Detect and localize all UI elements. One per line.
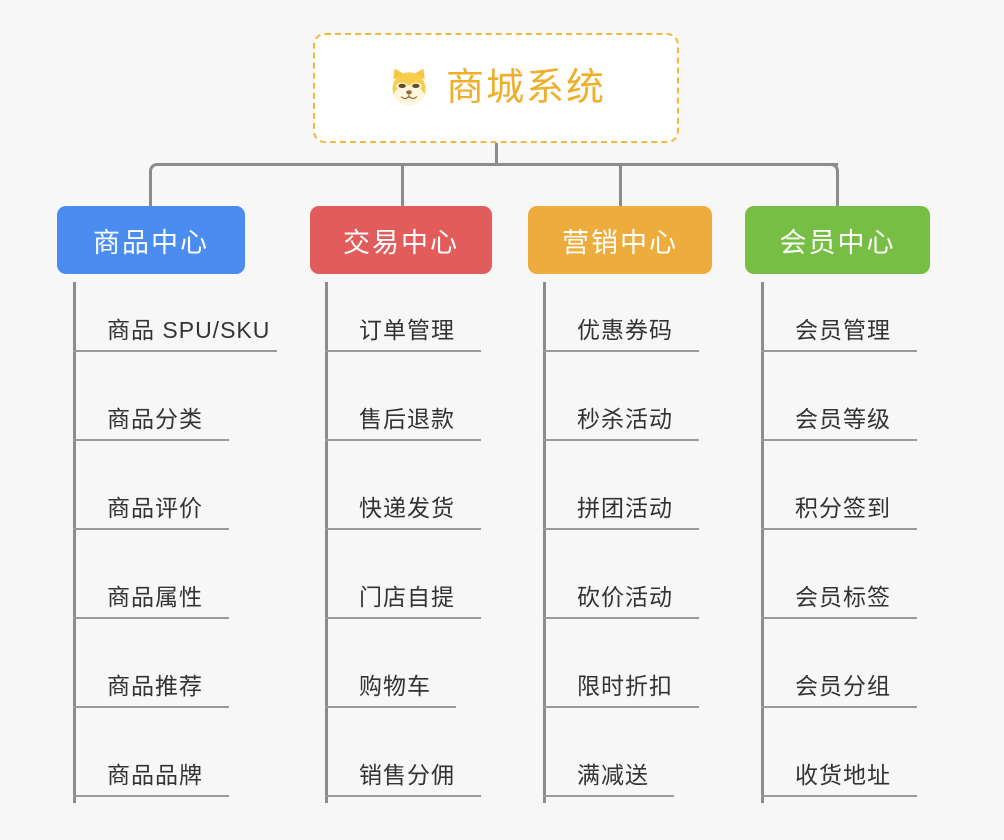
- leaf-rule: [325, 617, 481, 619]
- leaf-rule: [761, 617, 917, 619]
- leaf-item-label: 商品品牌: [107, 762, 203, 788]
- shiba-dog-icon: [392, 68, 426, 108]
- leaf-item-label: 商品评价: [107, 495, 203, 521]
- branch-head-label: 商品中心: [93, 227, 209, 258]
- leaf-item-label: 会员标签: [795, 584, 891, 610]
- leaf-item-label: 订单管理: [359, 317, 455, 343]
- connector-drop-2: [401, 166, 404, 206]
- leaf-rule: [761, 350, 917, 352]
- leaf-item-label: 商品分类: [107, 406, 203, 432]
- leaf-rule: [325, 795, 481, 797]
- leaf-item-label: 砍价活动: [577, 584, 673, 610]
- root-node[interactable]: 商城系统: [313, 33, 679, 143]
- leaf-rule: [543, 706, 699, 708]
- leaf-rule: [543, 528, 699, 530]
- leaf-rule: [543, 617, 699, 619]
- branch-head-3[interactable]: 营销中心: [528, 206, 712, 274]
- branch-head-label: 会员中心: [779, 227, 896, 258]
- leaf-rule: [761, 439, 917, 441]
- leaf-item-label: 秒杀活动: [577, 406, 673, 432]
- connector-drop-4: [836, 171, 839, 206]
- leaf-spine: [761, 282, 764, 803]
- leaf-item-label: 限时折扣: [577, 673, 673, 699]
- leaf-item-label: 销售分佣: [359, 762, 455, 788]
- leaf-rule: [761, 528, 917, 530]
- leaf-item-label: 会员管理: [795, 317, 891, 343]
- leaf-item-label: 拼团活动: [577, 495, 673, 521]
- connector-drop-1: [149, 171, 152, 206]
- leaf-item-label: 售后退款: [359, 406, 455, 432]
- leaf-rule: [73, 706, 229, 708]
- leaf-item-label: 商品属性: [107, 584, 203, 610]
- leaf-item-label: 收货地址: [795, 762, 891, 788]
- root-title: 商城系统: [445, 67, 606, 109]
- leaf-rule: [543, 350, 699, 352]
- branch-head-2[interactable]: 交易中心: [310, 206, 492, 274]
- leaf-rule: [325, 350, 481, 352]
- leaf-rule: [73, 350, 277, 352]
- leaf-item-label: 快递发货: [359, 495, 455, 521]
- branch-head-label: 营销中心: [562, 227, 678, 258]
- leaf-spine: [73, 282, 76, 803]
- leaf-rule: [325, 439, 481, 441]
- connector-corner-left: [149, 163, 159, 173]
- leaf-item-label: 购物车: [359, 673, 431, 699]
- connector-corner-right: [829, 163, 839, 173]
- leaf-rule: [73, 617, 229, 619]
- leaf-rule: [761, 706, 917, 708]
- leaf-item-label: 满减送: [577, 762, 649, 788]
- connector-drop-3: [619, 166, 622, 206]
- leaf-rule: [325, 706, 456, 708]
- leaf-item-label: 会员等级: [795, 406, 891, 432]
- leaf-spine: [325, 282, 328, 803]
- leaf-rule: [761, 795, 917, 797]
- leaf-item-label: 门店自提: [359, 584, 455, 610]
- leaf-rule: [73, 795, 229, 797]
- connector-root-stem: [495, 143, 498, 166]
- leaf-rule: [73, 528, 229, 530]
- leaf-rule: [543, 795, 674, 797]
- connector-bus: [158, 163, 838, 166]
- leaf-rule: [73, 439, 229, 441]
- leaf-item-label: 会员分组: [795, 673, 891, 699]
- leaf-spine: [543, 282, 546, 803]
- leaf-item-label: 优惠券码: [577, 317, 673, 343]
- branch-head-label: 交易中心: [343, 227, 459, 258]
- branch-head-1[interactable]: 商品中心: [57, 206, 245, 274]
- leaf-item-label: 积分签到: [795, 495, 891, 521]
- leaf-rule: [325, 528, 481, 530]
- leaf-rule: [543, 439, 699, 441]
- leaf-item-label: 商品 SPU/SKU: [107, 317, 271, 343]
- branch-head-4[interactable]: 会员中心: [745, 206, 930, 274]
- leaf-item-label: 商品推荐: [107, 673, 203, 699]
